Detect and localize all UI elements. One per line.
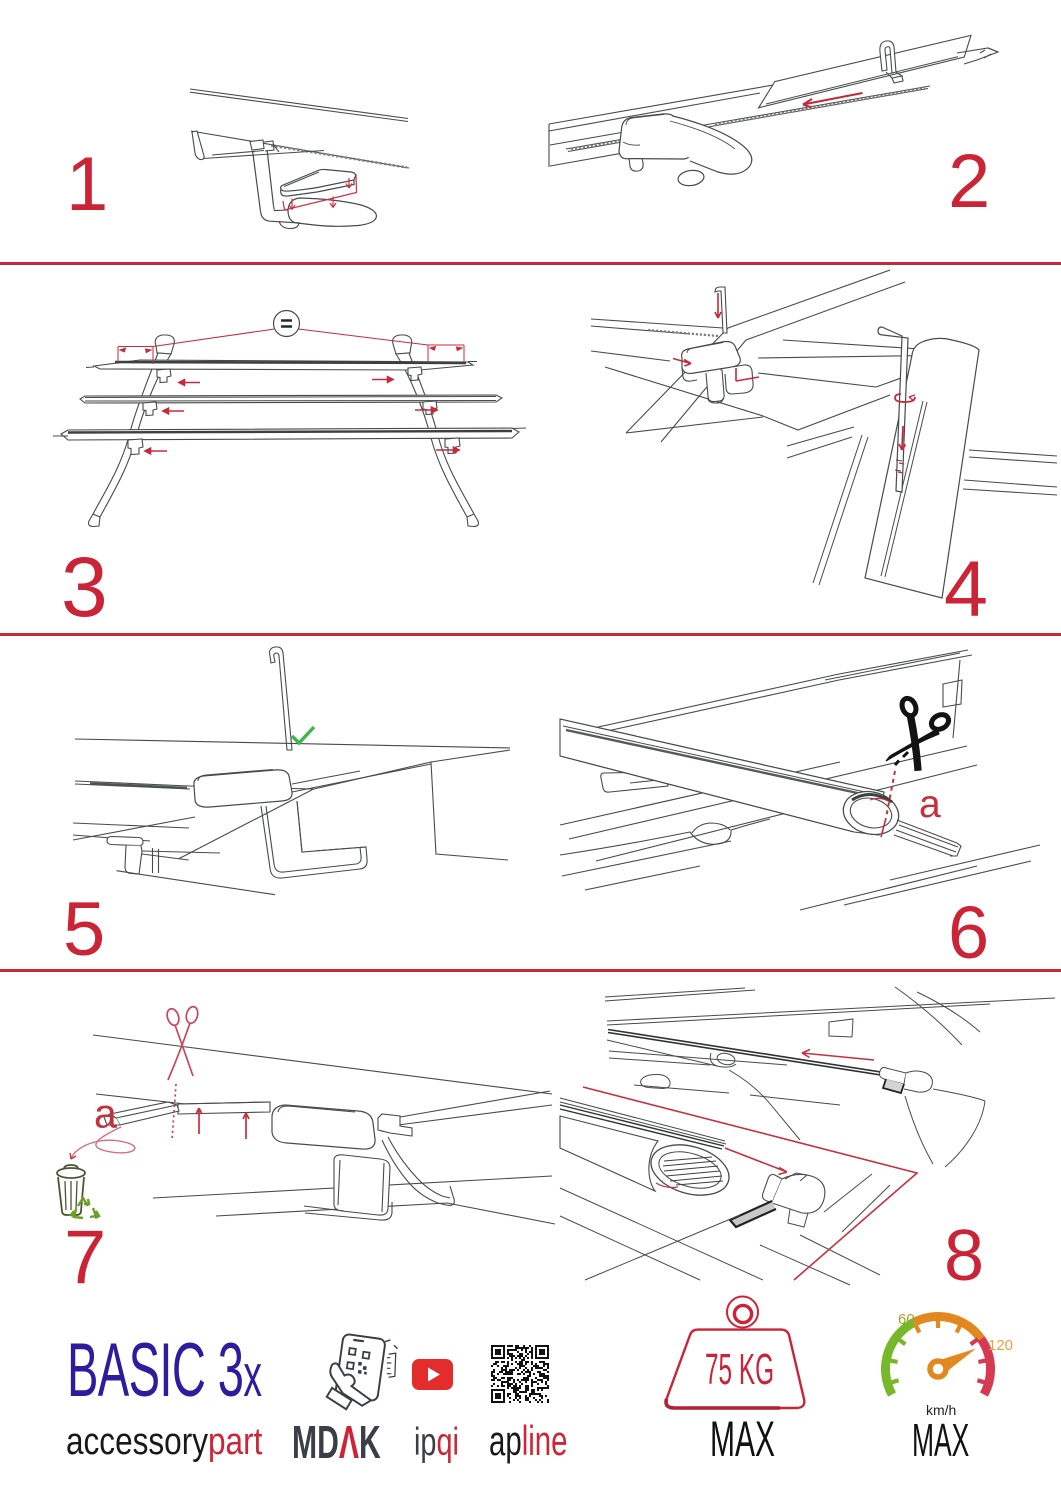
- svg-text:km/h: km/h: [926, 1402, 956, 1418]
- svg-text:60: 60: [898, 1311, 915, 1328]
- svg-text:a: a: [919, 783, 941, 826]
- svg-text:a: a: [94, 1091, 117, 1137]
- svg-text:120: 120: [988, 1337, 1013, 1354]
- svg-text:75 KG: 75 KG: [705, 1345, 774, 1394]
